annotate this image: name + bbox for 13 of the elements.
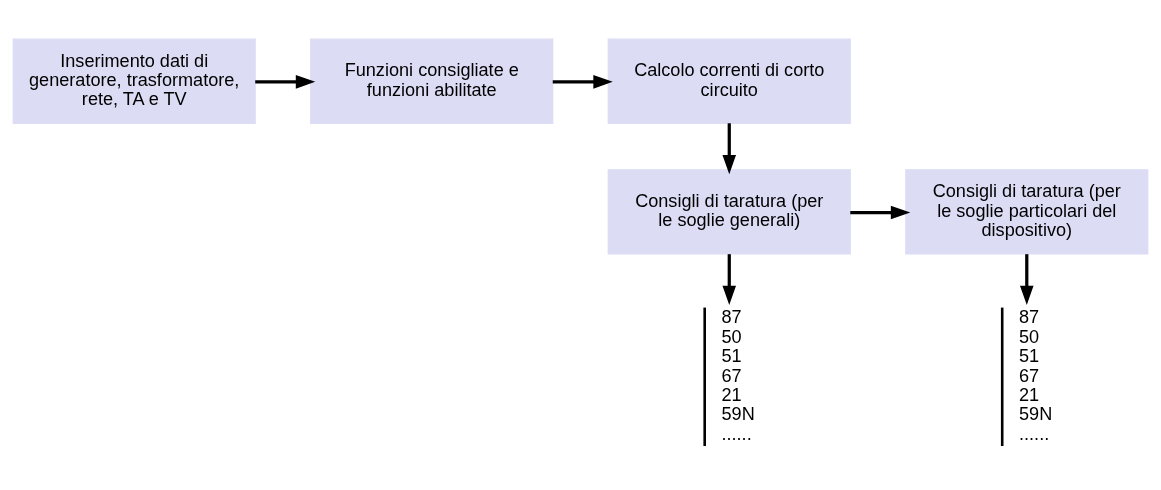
- node-box: Consigli di taratura (per le soglie generali): [607, 168, 851, 255]
- node-box: Funzioni consigliate e funzioni abilitate: [310, 38, 554, 124]
- arrow: [722, 122, 737, 174]
- node-box: Consigli di taratura (per le soglie particolari del dispositivo): [905, 168, 1149, 255]
- node-text: 87 50 51 67 21 59N ......: [721, 306, 755, 444]
- node-box: Inserimento dati di generatore, trasformatore, rete, TA e TV: [12, 38, 256, 124]
- arrow: [1020, 253, 1034, 305]
- arrow: [552, 74, 613, 89]
- arrow: [850, 205, 911, 219]
- arrow: [255, 74, 316, 89]
- node-text: 87 50 51 67 21 59N ......: [1019, 306, 1053, 444]
- node-box: Calcolo correnti di corto circuito: [607, 38, 851, 124]
- arrow: [722, 253, 737, 305]
